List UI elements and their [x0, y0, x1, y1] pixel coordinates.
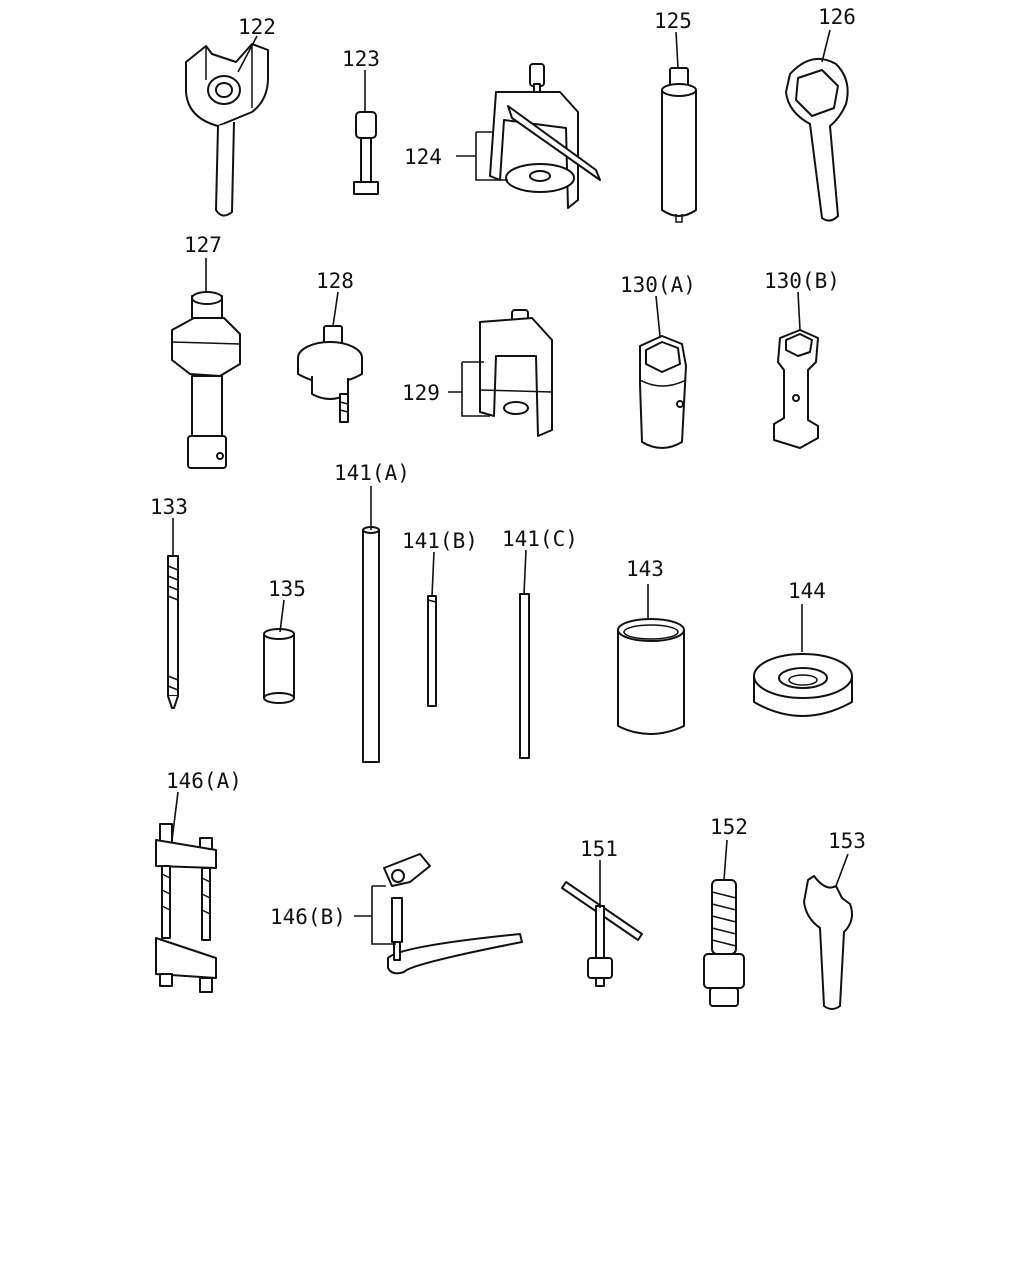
label-133: 133: [150, 495, 188, 519]
label-123: 123: [342, 47, 380, 71]
part-122: [185, 43, 269, 217]
label-153: 153: [828, 829, 866, 853]
label-128: 128: [316, 269, 354, 293]
part-151: [561, 881, 643, 987]
label-130b: 130(B): [764, 269, 840, 293]
label-146b: 146(B): [270, 905, 346, 929]
label-143: 143: [626, 557, 664, 581]
label-126: 126: [818, 5, 856, 29]
label-135: 135: [268, 577, 306, 601]
part-133: [167, 555, 179, 709]
label-141c: 141(C): [502, 527, 578, 551]
part-146a: [155, 823, 217, 993]
part-144: [753, 653, 853, 717]
part-130b: [773, 329, 819, 449]
label-141b: 141(B): [402, 529, 478, 553]
part-128: [297, 325, 363, 423]
part-153: [803, 875, 853, 1010]
label-152: 152: [710, 815, 748, 839]
part-135: [263, 628, 295, 704]
part-141b: [427, 595, 437, 707]
part-124: [489, 63, 601, 209]
part-123: [353, 111, 379, 195]
part-129: [479, 309, 553, 437]
part-141c: [519, 593, 530, 759]
label-144: 144: [788, 579, 826, 603]
part-143: [617, 618, 685, 735]
label-129: 129: [402, 381, 440, 405]
label-151: 151: [580, 837, 618, 861]
part-141a: [362, 526, 380, 763]
part-127: [171, 291, 241, 469]
label-141a: 141(A): [334, 461, 410, 485]
part-152: [703, 879, 745, 1007]
part-146b: [383, 853, 523, 975]
label-127: 127: [184, 233, 222, 257]
label-122: 122: [238, 15, 276, 39]
label-124: 124: [404, 145, 442, 169]
label-125: 125: [654, 9, 692, 33]
part-125: [661, 67, 697, 223]
part-126: [785, 57, 849, 222]
label-146a: 146(A): [166, 769, 242, 793]
part-130a: [639, 335, 687, 449]
label-130a: 130(A): [620, 273, 696, 297]
